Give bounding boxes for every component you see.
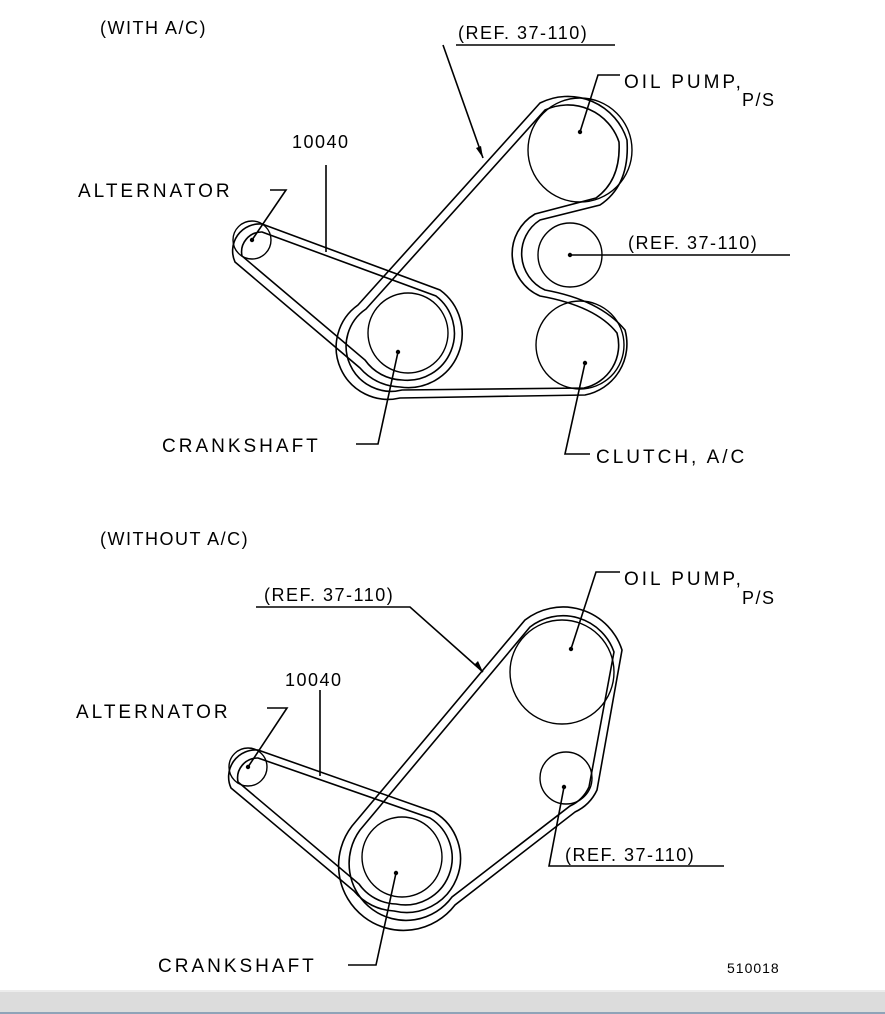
- ps-belt: [337, 606, 623, 932]
- oil-pump-pulley: [527, 97, 633, 203]
- crankshaft-label: CRANKSHAFT: [162, 436, 321, 457]
- bottom-bar: [0, 990, 885, 1014]
- alternator-belt-10040: [231, 223, 463, 389]
- belt-routing-diagram: (WITH A/C) (REF. 37-110) OIL PUMP, P/S: [76, 18, 790, 977]
- part-number-label: 10040: [292, 132, 350, 152]
- ac-ps-belt: [335, 95, 629, 401]
- section-title-with-ac: (WITH A/C): [100, 18, 207, 38]
- oil-pump-sub-label: P/S: [742, 90, 776, 110]
- diagram-with-ac: (WITH A/C) (REF. 37-110) OIL PUMP, P/S: [78, 18, 790, 468]
- oil-pump-label: OIL PUMP,: [624, 569, 744, 590]
- ac-clutch-pulley: [535, 300, 625, 390]
- alternator-belt-10040: [227, 749, 462, 914]
- oil-pump-pulley: [509, 619, 615, 725]
- crankshaft-pulley: [367, 292, 449, 374]
- alternator-label: ALTERNATOR: [78, 181, 233, 202]
- alternator-label: ALTERNATOR: [76, 702, 231, 723]
- bottom-bar-edge: [0, 1012, 885, 1014]
- crankshaft-label: CRANKSHAFT: [158, 956, 317, 977]
- crankshaft-pulley: [361, 816, 443, 898]
- oil-pump-sub-label: P/S: [742, 588, 776, 608]
- section-title-without-ac: (WITHOUT A/C): [100, 529, 249, 549]
- part-number-label: 10040: [285, 670, 343, 690]
- idler-pulley: [539, 751, 593, 805]
- clutch-ac-label: CLUTCH, A/C: [596, 447, 747, 468]
- ref-top-label: (REF. 37-110): [264, 585, 394, 605]
- arrow-icon: [476, 146, 483, 158]
- ref-idler-label: (REF. 37-110): [565, 845, 695, 865]
- arrow-icon: [474, 661, 483, 672]
- ref-idler-label: (REF. 37-110): [628, 233, 758, 253]
- figure-code: 510018: [727, 960, 780, 976]
- diagram-without-ac: (WITHOUT A/C) (REF. 37-110) OIL PUMP, P/…: [76, 529, 780, 977]
- ref-top-label: (REF. 37-110): [458, 23, 588, 43]
- oil-pump-label: OIL PUMP,: [624, 72, 744, 93]
